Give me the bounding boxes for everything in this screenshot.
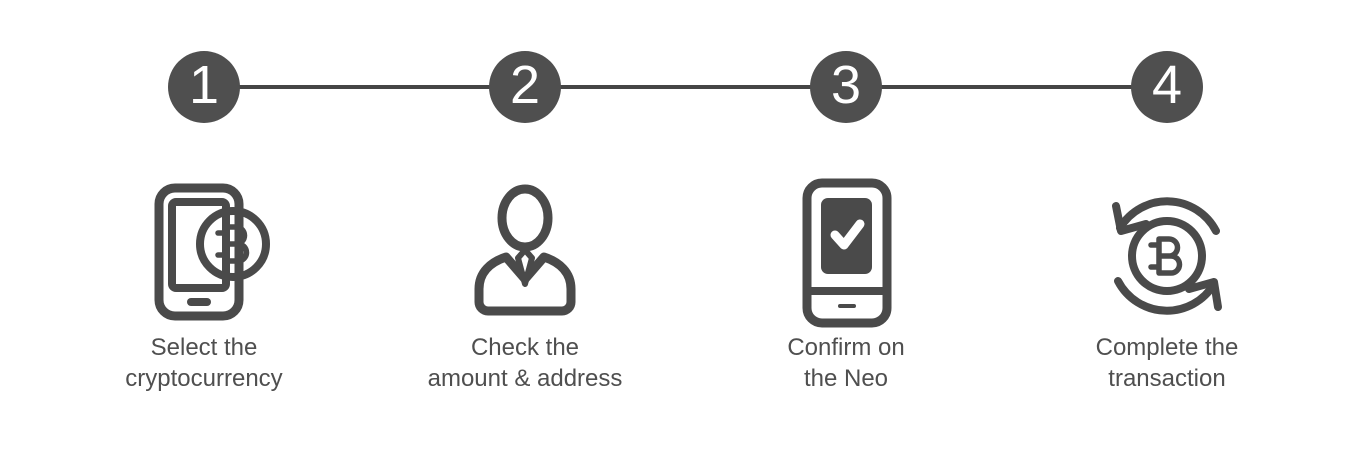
step-3-circle: 3 [810,51,882,123]
phone-bitcoin-icon [129,178,279,328]
step-1-label: Select the cryptocurrency [125,334,283,392]
step-1-number: 1 [188,55,220,115]
connector-line [204,85,1167,89]
step-2-label: Check the amount & address [427,334,623,392]
step-3: 3 Confirm on the Neo [686,51,1006,394]
person-tie-icon [450,178,600,328]
step-1: 1 Select the cryptocurrency [44,51,364,394]
step-2-number: 2 [509,55,541,115]
step-2: 2 Check the amount & address [365,51,685,394]
step-4-circle: 4 [1131,51,1203,123]
step-4-label: Complete the transaction [1095,334,1239,392]
step-3-number: 3 [830,55,862,115]
step-2-circle: 2 [489,51,561,123]
step-4-number: 4 [1151,55,1183,115]
step-4: 4 Complete the transaction [1007,51,1327,394]
bitcoin-cycle-icon [1092,178,1242,328]
device-check-icon [771,178,921,328]
step-3-label: Confirm on the Neo [787,334,905,392]
step-1-circle: 1 [168,51,240,123]
